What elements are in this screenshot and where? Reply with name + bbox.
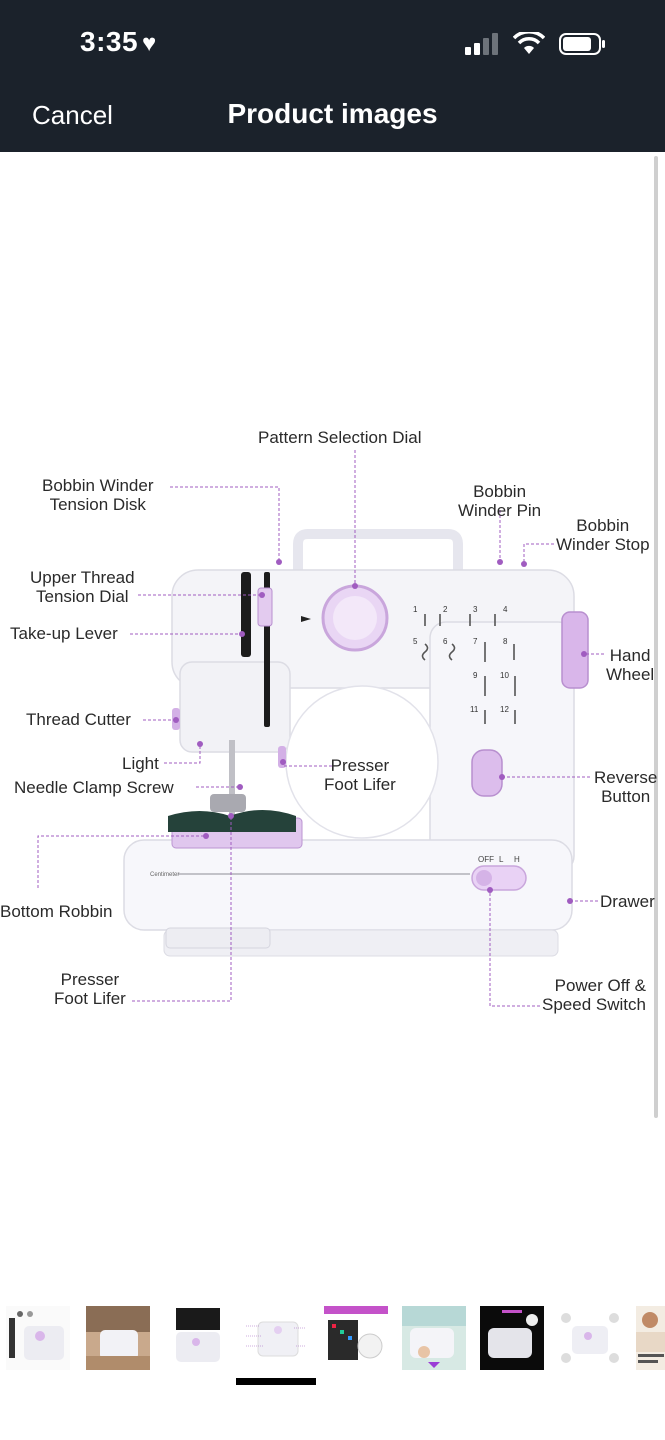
callout-presser-foot-lifer-upper: Presser Foot Lifer: [324, 756, 396, 794]
callout-bobbin-winder-stop: Bobbin Winder Stop: [556, 516, 650, 554]
callout-text: Needle Clamp Screw: [14, 778, 174, 797]
switch-l-label: L: [499, 855, 504, 864]
callout-text: Hand: [609, 646, 651, 665]
thumb-stitch-chart[interactable]: [324, 1306, 388, 1370]
thumb-features[interactable]: [558, 1306, 622, 1370]
callout-take-up-lever: Take-up Lever: [10, 624, 118, 643]
sewing-machine-illustration: Centimeter OFF L H 1 2 3 4 5 6 7 8 9 10 …: [37, 450, 604, 1007]
clock-text: 3:35: [80, 26, 139, 57]
callout-text: Bottom Robbin: [0, 902, 113, 921]
callout-text: Foot Lifer: [324, 775, 396, 794]
callout-pattern-selection-dial: Pattern Selection Dial: [258, 428, 421, 447]
battery-icon: [559, 33, 605, 55]
stitch-number: 11: [470, 705, 479, 714]
thumbnail-strip[interactable]: [0, 1300, 665, 1390]
callout-thread-cutter: Thread Cutter: [26, 710, 131, 729]
thumb-machine-black-box[interactable]: [166, 1306, 230, 1370]
stitch-number: 12: [500, 705, 509, 714]
heart-icon: ♥: [142, 30, 157, 57]
callout-reverse-button: Reverse Button: [594, 768, 657, 806]
stitch-number: 2: [443, 605, 448, 614]
stitch-number: 10: [500, 671, 509, 680]
status-time: 3:35♥: [80, 26, 157, 58]
thumb-dark-promo[interactable]: [480, 1306, 544, 1370]
stitch-number: 5: [413, 637, 418, 646]
callout-text: Speed Switch: [542, 995, 646, 1014]
callout-text: Foot Lifer: [54, 989, 126, 1008]
cellular-signal-icon: [465, 33, 498, 55]
status-bar: 3:35♥: [0, 0, 665, 90]
callout-text: Bobbin: [576, 516, 630, 535]
callout-text: Presser: [330, 756, 390, 775]
stitch-number: 6: [443, 637, 448, 646]
callout-bobbin-winder-tension-disk: Bobbin Winder Tension Disk: [42, 476, 154, 514]
callout-text: Upper Thread: [30, 568, 135, 587]
stitch-number: 4: [503, 605, 508, 614]
thumb-lifestyle-room[interactable]: [86, 1306, 150, 1370]
page-title: Product images: [227, 98, 438, 129]
callout-power-speed-switch: Power Off & Speed Switch: [542, 976, 646, 1014]
callout-text: Button: [601, 787, 651, 806]
callout-text: Tension Disk: [49, 495, 146, 514]
scrollbar[interactable]: [654, 156, 658, 1118]
wifi-icon: [513, 32, 545, 54]
selected-thumbnail-indicator: [236, 1378, 316, 1385]
nav-bar: Cancel Product images: [0, 90, 665, 152]
callout-text: Thread Cutter: [26, 710, 131, 729]
thumb-lifestyle-hands[interactable]: [402, 1306, 466, 1370]
main-product-image[interactable]: Centimeter OFF L H 1 2 3 4 5 6 7 8 9 10 …: [0, 152, 660, 1252]
callout-text: Wheel: [606, 665, 655, 684]
callout-needle-clamp-screw: Needle Clamp Screw: [14, 778, 174, 797]
callout-text: Take-up Lever: [10, 624, 118, 643]
callout-presser-foot-lifer-lower: Presser Foot Lifer: [54, 970, 126, 1008]
stitch-number: 7: [473, 637, 478, 646]
callout-upper-thread-tension-dial: Upper Thread Tension Dial: [30, 568, 135, 606]
switch-off-label: OFF: [478, 855, 494, 864]
stitch-number: 9: [473, 671, 478, 680]
callout-text: Winder Pin: [458, 501, 542, 520]
stitch-number: 8: [503, 637, 508, 646]
callout-text: Reverse: [594, 768, 658, 787]
callout-text: Bobbin Winder: [42, 476, 154, 495]
callout-light: Light: [122, 754, 159, 773]
callout-hand-wheel: Hand Wheel: [606, 646, 654, 684]
cancel-button[interactable]: Cancel: [32, 100, 113, 130]
ruler-label: Centimeter: [150, 872, 179, 878]
callout-bobbin-winder-pin: Bobbin Winder Pin: [458, 482, 541, 520]
stitch-number: 3: [473, 605, 478, 614]
stitch-number: 1: [413, 605, 418, 614]
status-icons: [465, 32, 607, 56]
callout-text: Light: [122, 754, 159, 773]
switch-h-label: H: [514, 855, 520, 864]
callout-text: Drawer: [600, 892, 655, 911]
thumb-book[interactable]: [636, 1306, 665, 1370]
callout-text: Tension Dial: [35, 587, 129, 606]
thumb-diagram-selected[interactable]: [244, 1306, 308, 1370]
callout-drawer: Drawer: [600, 892, 655, 911]
callout-text: Bobbin: [473, 482, 527, 501]
callout-bottom-robbin: Bottom Robbin: [0, 902, 112, 921]
callout-text: Presser: [60, 970, 120, 989]
thumb-accessories[interactable]: [6, 1306, 70, 1370]
callout-text: Power Off &: [554, 976, 646, 995]
callout-text: Pattern Selection Dial: [258, 428, 422, 447]
callout-text: Winder Stop: [556, 535, 650, 554]
